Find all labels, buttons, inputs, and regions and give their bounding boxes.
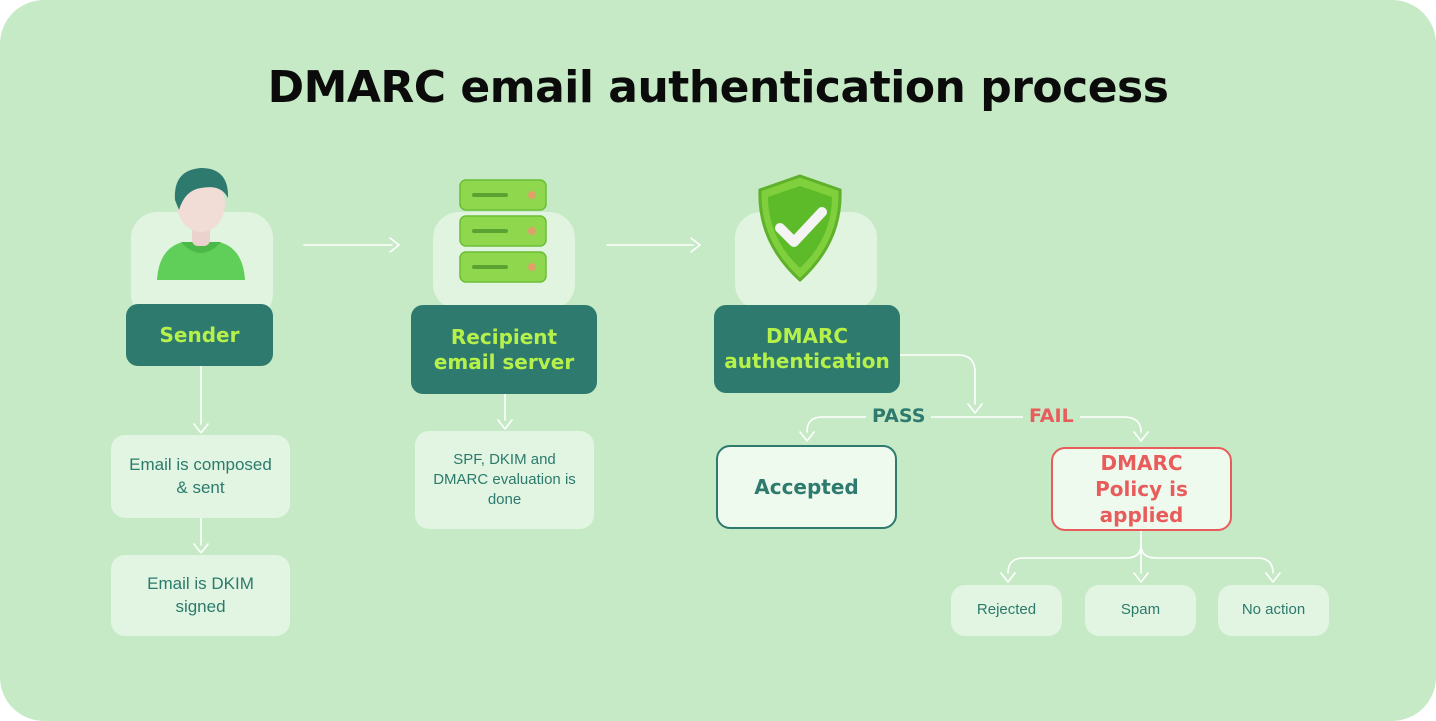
branch-label-fail: FAIL: [1023, 405, 1080, 427]
branch-pass-curve: [806, 416, 823, 433]
arrowhead-server-to-dmarc: [690, 237, 701, 253]
action-no-action: No action: [1218, 585, 1329, 636]
shield-check-icon: [758, 174, 842, 283]
recipient-server-node: Recipient email server: [411, 305, 597, 394]
arrowhead-pass: [799, 431, 815, 442]
arrowhead-no-action: [1265, 572, 1281, 583]
arrowhead-sender-to-server: [389, 237, 400, 253]
action-rejected: Rejected: [951, 585, 1062, 636]
outcome-accepted: Accepted: [716, 445, 897, 529]
sender-node: Sender: [126, 304, 273, 366]
note-email-dkim-signed: Email is DKIM signed: [111, 555, 290, 636]
arrowhead-server-to-evaluation: [497, 419, 513, 430]
arrow-policy-right: [1140, 544, 1274, 574]
arrowhead-spam: [1133, 572, 1149, 583]
arrowhead-dmarc-to-split: [967, 403, 983, 414]
note-evaluation: SPF, DKIM and DMARC evaluation is done: [415, 431, 594, 529]
arrowhead-rejected: [1000, 572, 1016, 583]
person-icon: [157, 168, 245, 280]
server-icon: [459, 179, 547, 283]
branch-label-pass: PASS: [866, 405, 932, 427]
action-spam: Spam: [1085, 585, 1196, 636]
outcome-policy-applied: DMARC Policy is applied: [1051, 447, 1232, 531]
dmarc-authentication-node: DMARC authentication: [714, 305, 900, 393]
note-email-composed: Email is composed & sent: [111, 435, 290, 518]
arrowhead-fail: [1133, 431, 1149, 442]
diagram-title: DMARC email authentication process: [267, 62, 1169, 113]
arrow-dmarc-to-split: [899, 354, 976, 405]
arrow-policy-left: [1007, 544, 1142, 574]
arrowhead-sender-to-composed: [193, 423, 209, 434]
branch-line: [821, 416, 1142, 433]
arrowhead-composed-to-dkim: [193, 543, 209, 554]
